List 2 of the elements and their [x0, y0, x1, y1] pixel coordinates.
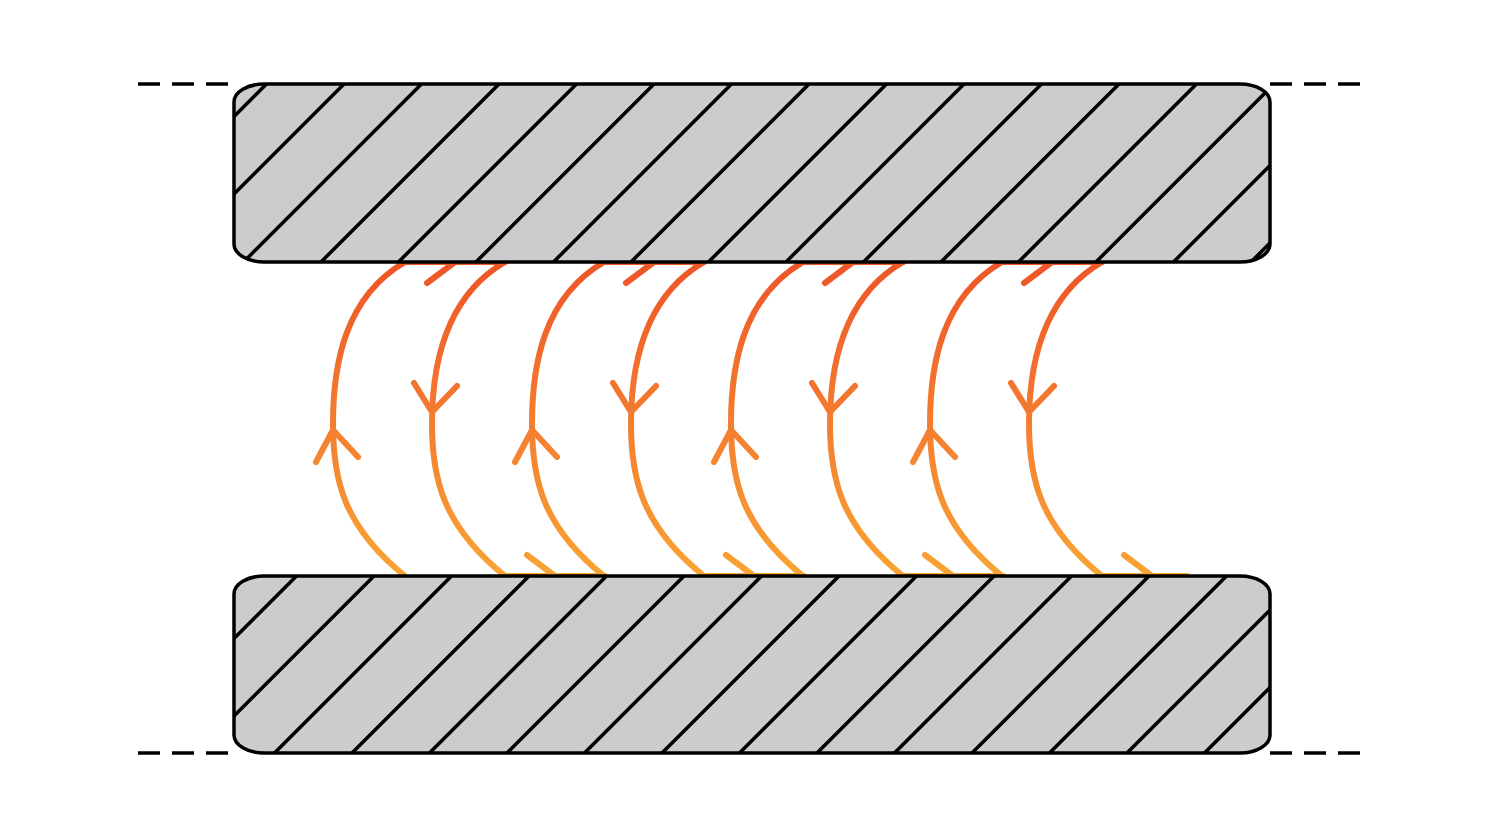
hatched-plate — [232, 574, 1272, 755]
hatched-plate — [232, 82, 1272, 264]
